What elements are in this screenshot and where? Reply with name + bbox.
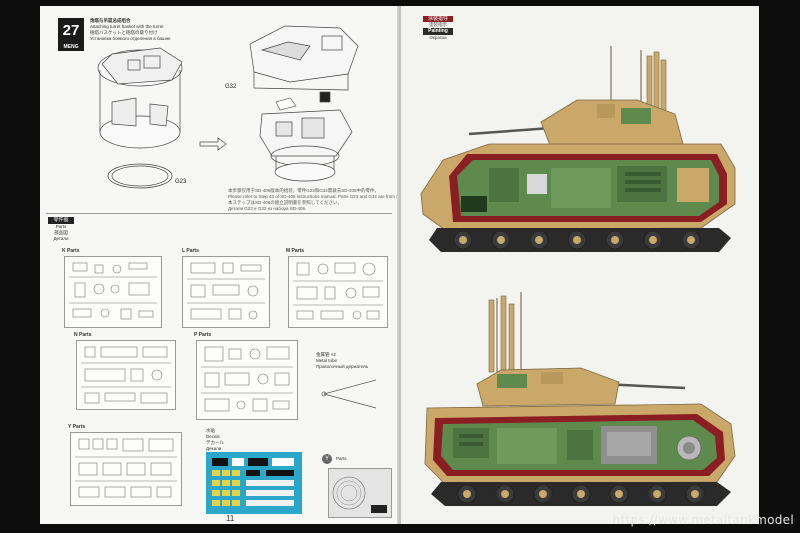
step-title-en: Attaching turret basket with the turret (90, 24, 164, 29)
page-number: 11 (226, 514, 235, 523)
decal-sheet (206, 452, 302, 514)
stand-label-en: Metal tube (316, 358, 338, 363)
painting-header-en: Painting (423, 28, 453, 35)
vehicle-cutaway-bottom (424, 292, 736, 506)
sprue-y (70, 432, 182, 506)
step-number-badge: 27 (58, 18, 84, 44)
sprue-k (64, 256, 162, 328)
step-title-ru: Установка боевого отделения в башне (90, 36, 171, 41)
decal-label-en: Decals (206, 434, 220, 439)
instruction-page-right: 涂装指导 塗装指示 Painting Окраска (401, 6, 759, 524)
turret-drawing (249, 25, 359, 182)
y-parts-label: Parts (336, 456, 347, 461)
parts-header-ru: Детали (53, 236, 69, 241)
part-g32-drawing (275, 97, 297, 111)
turret-basket-drawing (97, 47, 183, 189)
decal-label-jp: デカール (206, 440, 224, 445)
sprue-l (182, 256, 270, 328)
sprue-k-label: K Parts (62, 248, 80, 254)
parts-header-en: Parts (55, 224, 67, 229)
note-en: Please refer to Step 43 of SD-406 instru… (228, 194, 413, 199)
watermark-url: https://www.metaltankmodel (612, 513, 794, 527)
sprue-m (288, 256, 388, 328)
painting-header-cn: 涂装指导 (423, 16, 453, 22)
turret-assembly-diagram (97, 25, 359, 189)
brand-logo: MENG (58, 44, 84, 51)
section-divider (46, 213, 392, 214)
vehicle-cutaway-top (420, 46, 736, 252)
book-spine (397, 6, 403, 524)
note-jp: 本ステップはSD-406の組立説明書を参照してください。 (228, 200, 342, 205)
sprue-p-label: P Parts (194, 332, 212, 338)
painting-header-ru: Окраска (429, 35, 447, 40)
callout-g32: G32 (225, 84, 237, 90)
decal-label-cn: 水贴 (206, 428, 215, 433)
sprue-l-label: L Parts (182, 248, 199, 254)
note-cn: 本步骤仅用于SD-406版本的组装，零件G23和G32需裁去SD-406中的零件… (228, 188, 380, 193)
sprue-n (76, 340, 176, 410)
sprue-m-label: M Parts (286, 248, 305, 254)
photo-etch-fret (328, 468, 392, 518)
step-title-jp: 砲塔バスケットと砲塔の取り付け (90, 30, 158, 35)
sprue-n-label: N Parts (74, 332, 92, 338)
metal-tube-drawing (321, 379, 377, 409)
callout-g23: G23 (175, 179, 187, 185)
painting-header-jp: 塗装指示 (429, 22, 447, 27)
stand-label-ru: Проволочный держатель (316, 364, 369, 369)
note-ru: Детали G23 и G32 из набора SD-406. (228, 206, 307, 211)
step-title-cn: 炮塔与吊篮总成组合 (90, 18, 131, 23)
decal-label-ru: Декали (206, 446, 222, 451)
assembly-arrow-icon (199, 137, 227, 151)
stand-label-cn: 金属管 ×2 (316, 352, 336, 357)
sprue-y-label: Y Parts (68, 424, 86, 430)
sprue-p (196, 340, 298, 420)
y-parts-badge: Y (322, 454, 332, 464)
instruction-page-left: 27 MENG 炮塔与吊篮总成组合 Attaching turret baske… (40, 6, 413, 524)
parts-header-cn: 零件图 (48, 217, 74, 224)
parts-header-jp: 部品図 (54, 230, 68, 235)
